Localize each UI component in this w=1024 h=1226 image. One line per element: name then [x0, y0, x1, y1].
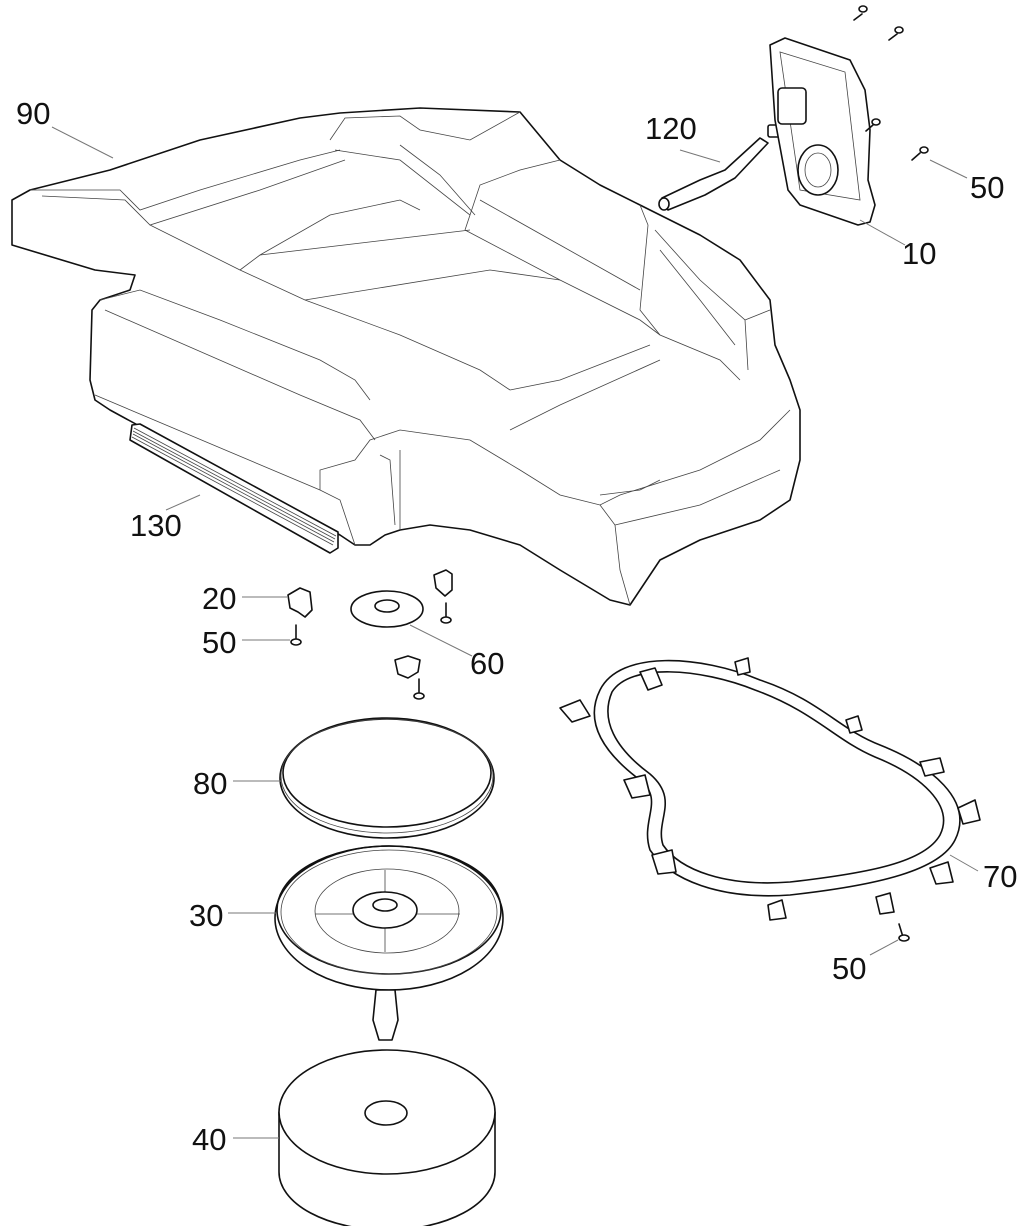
- part-ring[interactable]: [279, 717, 495, 839]
- callout-70: 70: [983, 859, 1018, 894]
- part-strip[interactable]: [129, 423, 339, 554]
- callout-50: 50: [970, 170, 1005, 205]
- callout-120: 120: [645, 111, 697, 146]
- part-screw[interactable]: [290, 5, 929, 942]
- callout-10: 10: [902, 236, 937, 271]
- callout-130: 130: [130, 508, 182, 543]
- part-seat-body[interactable]: [11, 107, 801, 606]
- part-disc-valve[interactable]: [274, 845, 504, 1041]
- callout-30: 30: [189, 898, 224, 933]
- callout-40: 40: [192, 1122, 227, 1157]
- callout-90: 90: [16, 96, 51, 131]
- leader-lines: [51, 126, 979, 1139]
- callout-20: 20: [202, 581, 237, 616]
- callout-80: 80: [193, 766, 228, 801]
- part-foam-pad[interactable]: [278, 1049, 496, 1226]
- callout-60: 60: [470, 646, 505, 681]
- part-valve-plate[interactable]: [769, 37, 876, 226]
- callout-50: 50: [202, 625, 237, 660]
- part-clip[interactable]: [287, 569, 453, 679]
- part-washer[interactable]: [350, 590, 424, 628]
- part-tube-frame[interactable]: [559, 657, 981, 921]
- callout-50: 50: [832, 951, 867, 986]
